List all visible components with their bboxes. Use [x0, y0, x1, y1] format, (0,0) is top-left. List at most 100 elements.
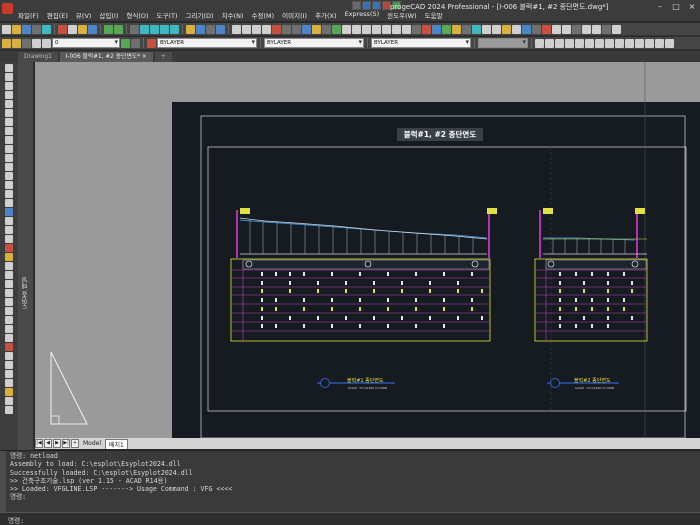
join-icon[interactable]: [5, 352, 13, 360]
ellipse-arc-icon[interactable]: [5, 136, 13, 144]
mirror-icon[interactable]: [5, 262, 13, 270]
mtext-icon[interactable]: [262, 24, 271, 34]
zoom-extents-icon[interactable]: [170, 24, 179, 34]
express-tool-icon[interactable]: [502, 24, 511, 34]
match-properties-icon[interactable]: [88, 24, 97, 34]
osnap-intersection-icon[interactable]: [585, 38, 594, 48]
lineweight-icon[interactable]: [402, 24, 411, 34]
text-icon[interactable]: [5, 226, 13, 234]
new-icon[interactable]: [2, 24, 11, 34]
design-center-icon[interactable]: [196, 24, 205, 34]
tab-model[interactable]: Model: [83, 440, 102, 447]
first-layout-button[interactable]: |◀: [35, 439, 43, 448]
express-tool-icon[interactable]: [602, 24, 611, 34]
menu-file[interactable]: 파일(F): [18, 12, 39, 20]
layer-side-panel[interactable]: 도면층 패널: [18, 62, 34, 450]
ortho-icon[interactable]: [362, 24, 371, 34]
copy-icon[interactable]: [68, 24, 77, 34]
osnap-midpoint-icon[interactable]: [545, 38, 554, 48]
leader-icon[interactable]: [5, 397, 13, 405]
offset-icon[interactable]: [5, 271, 13, 279]
circle-icon[interactable]: [5, 118, 13, 126]
rectangle-icon[interactable]: [5, 100, 13, 108]
color-wheel-icon[interactable]: [147, 38, 156, 48]
osnap-endpoint-icon[interactable]: [535, 38, 544, 48]
tab-drawing1[interactable]: Drawing1: [18, 52, 58, 62]
osnap-parallel-icon[interactable]: [655, 38, 664, 48]
menu-extra[interactable]: 추가(X): [315, 12, 337, 20]
tab-layout1[interactable]: 배치1: [105, 438, 128, 449]
print-icon[interactable]: [32, 24, 41, 34]
save-icon[interactable]: [372, 1, 381, 10]
stretch-icon[interactable]: [5, 316, 13, 324]
osnap-quadrant-icon[interactable]: [575, 38, 584, 48]
express-tool-icon[interactable]: [512, 24, 521, 34]
scale-icon[interactable]: [5, 307, 13, 315]
express-tool-icon[interactable]: [592, 24, 601, 34]
pdf-icon[interactable]: [272, 24, 281, 34]
fillet-icon[interactable]: [5, 370, 13, 378]
refresh-icon[interactable]: [332, 24, 341, 34]
layer-freeze-icon[interactable]: [22, 38, 31, 48]
express-tool-icon[interactable]: [482, 24, 491, 34]
add-layout-button[interactable]: +: [71, 439, 79, 448]
maximize-button[interactable]: □: [672, 2, 680, 11]
new-tab-button[interactable]: +: [154, 52, 172, 62]
line-icon[interactable]: [5, 64, 13, 72]
properties-icon[interactable]: [186, 24, 195, 34]
block-insert-icon[interactable]: [5, 208, 13, 216]
menu-tools[interactable]: 도구(T): [156, 12, 178, 20]
menu-modify[interactable]: 수정(M): [251, 12, 275, 20]
zoom-realtime-icon[interactable]: [140, 24, 149, 34]
area-icon[interactable]: [322, 24, 331, 34]
chamfer-icon[interactable]: [5, 361, 13, 369]
express-tool-icon[interactable]: [422, 24, 431, 34]
osnap-icon[interactable]: [382, 24, 391, 34]
layer-icon[interactable]: [282, 24, 291, 34]
pan-icon[interactable]: [130, 24, 139, 34]
hatch-icon[interactable]: [5, 172, 13, 180]
express-tool-icon[interactable]: [442, 24, 451, 34]
open-icon[interactable]: [12, 24, 21, 34]
express-tool-icon[interactable]: [572, 24, 581, 34]
extend-icon[interactable]: [5, 334, 13, 342]
revision-cloud-icon[interactable]: [5, 154, 13, 162]
make-current-icon[interactable]: [121, 38, 130, 48]
linetype-dropdown[interactable]: BYLAYER: [264, 38, 364, 48]
menu-image[interactable]: 이미지(I): [282, 12, 308, 20]
snap-icon[interactable]: [352, 24, 361, 34]
text-icon[interactable]: [252, 24, 261, 34]
cut-icon[interactable]: [58, 24, 67, 34]
osnap-center-icon[interactable]: [555, 38, 564, 48]
next-layout-button[interactable]: ▶: [53, 439, 61, 448]
osnap-node-icon[interactable]: [565, 38, 574, 48]
command-panel-grip[interactable]: [0, 451, 6, 513]
osnap-insertion-icon[interactable]: [605, 38, 614, 48]
otrack-icon[interactable]: [392, 24, 401, 34]
table-icon[interactable]: [5, 199, 13, 207]
menu-express[interactable]: Express(S): [344, 10, 380, 18]
osnap-nearest-icon[interactable]: [635, 38, 644, 48]
express-tool-icon[interactable]: [582, 24, 591, 34]
move-icon[interactable]: [5, 289, 13, 297]
layer-manager-icon[interactable]: [2, 38, 11, 48]
more-tools-icon[interactable]: [5, 406, 13, 414]
dimension-icon[interactable]: [5, 388, 13, 396]
ellipse-icon[interactable]: [5, 127, 13, 135]
block-icon[interactable]: [242, 24, 251, 34]
region-icon[interactable]: [5, 181, 13, 189]
point-icon[interactable]: [5, 163, 13, 171]
close-button[interactable]: ×: [688, 2, 696, 11]
save-icon[interactable]: [22, 24, 31, 34]
layer-lock-icon[interactable]: [42, 38, 51, 48]
express-tool-icon[interactable]: [522, 24, 531, 34]
express-tool-icon[interactable]: [562, 24, 571, 34]
osnap-none-icon[interactable]: [665, 38, 674, 48]
previous-layout-button[interactable]: ◀: [44, 439, 52, 448]
menu-view[interactable]: 뷰(V): [75, 12, 92, 20]
redo-icon[interactable]: [114, 24, 123, 34]
open-file-icon[interactable]: [362, 1, 371, 10]
tool-palette-icon[interactable]: [206, 24, 215, 34]
menu-dimension[interactable]: 치수(N): [221, 12, 244, 20]
express-tool-icon[interactable]: [492, 24, 501, 34]
